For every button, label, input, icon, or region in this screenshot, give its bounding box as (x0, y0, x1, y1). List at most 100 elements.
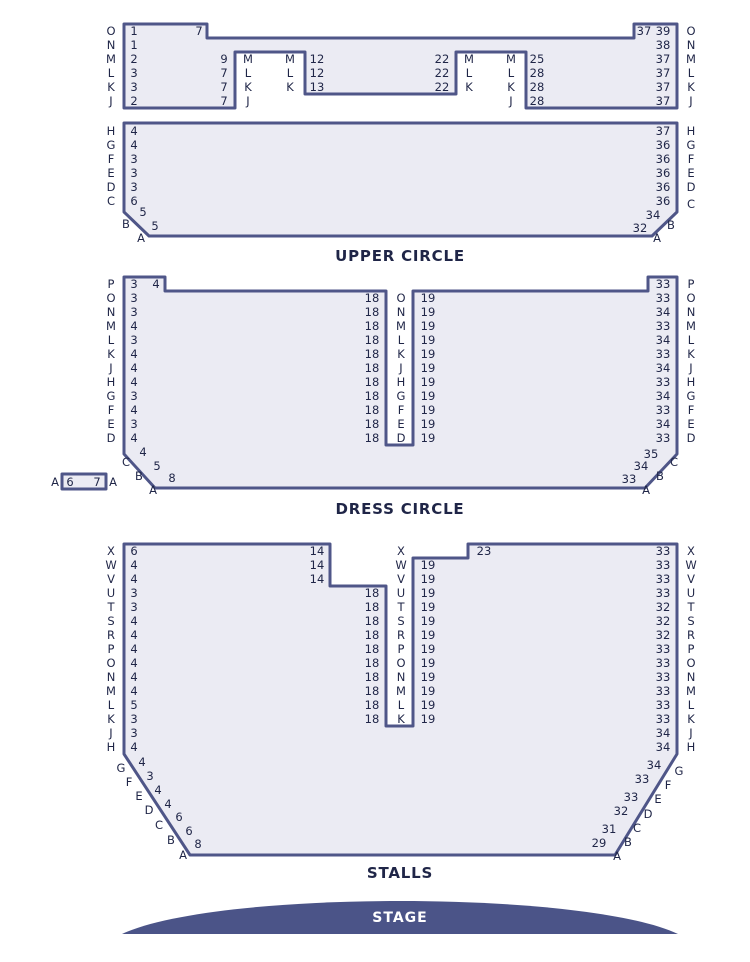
seat-number: 3 (130, 166, 137, 180)
row-letter: G (687, 389, 696, 403)
row-letter: K (244, 80, 252, 94)
row-letter: G (397, 389, 406, 403)
row-letter: O (106, 291, 115, 305)
row-letter: R (107, 628, 115, 642)
row-letter: J (108, 94, 112, 108)
seat-number: 33 (656, 403, 671, 417)
row-letter: H (687, 740, 696, 754)
seat-number: 22 (435, 66, 450, 80)
row-letter: A (137, 231, 145, 245)
row-letter: L (108, 66, 115, 80)
row-letter: L (688, 698, 695, 712)
seat-number: 18 (365, 361, 380, 375)
row-letter: E (654, 792, 661, 806)
seat-number: 4 (154, 783, 161, 797)
row-letter: K (687, 712, 695, 726)
row-letter: K (465, 80, 473, 94)
row-letter: J (688, 726, 692, 740)
seat-number: 19 (421, 614, 436, 628)
row-letter: N (687, 670, 696, 684)
seat-number: 34 (656, 726, 671, 740)
seat-number: 4 (130, 138, 137, 152)
row-letter: N (687, 38, 696, 52)
row-letter: A (149, 483, 157, 497)
row-letter: D (644, 807, 653, 821)
row-letter: N (397, 305, 406, 319)
seat-number: 7 (220, 66, 227, 80)
seat-number: 4 (130, 572, 137, 586)
row-letter: M (686, 319, 696, 333)
seat-number: 19 (421, 305, 436, 319)
seat-number: 1 (130, 38, 137, 52)
row-letter: G (107, 138, 116, 152)
row-letter: M (243, 52, 253, 66)
row-letter: O (106, 24, 115, 38)
seat-number: 3 (130, 417, 137, 431)
seat-number: 18 (365, 628, 380, 642)
stalls-block[interactable] (122, 542, 679, 857)
row-letter: O (106, 656, 115, 670)
row-letter: M (396, 684, 406, 698)
seat-number: 33 (656, 375, 671, 389)
seat-number: 28 (530, 66, 545, 80)
seat-number: 9 (220, 52, 227, 66)
row-letter: R (687, 628, 695, 642)
row-letter: S (397, 614, 404, 628)
seat-number: 6 (175, 810, 182, 824)
row-letter: K (107, 347, 115, 361)
seat-number: 34 (656, 740, 671, 754)
row-letter: B (656, 469, 664, 483)
row-letter: D (107, 431, 116, 445)
dress-circle-block[interactable] (122, 275, 679, 490)
seat-number: 32 (656, 628, 671, 642)
upper-circle-main-block[interactable] (122, 121, 679, 238)
seat-number: 33 (656, 431, 671, 445)
seat-number: 19 (421, 375, 436, 389)
row-letter: O (396, 291, 405, 305)
seat-number: 34 (656, 333, 671, 347)
row-letter: F (688, 403, 695, 417)
seat-number: 3 (130, 389, 137, 403)
seat-number: 19 (421, 333, 436, 347)
row-letter: A (613, 849, 621, 863)
upper-circle-top-block[interactable] (122, 22, 679, 110)
seat-number: 18 (365, 670, 380, 684)
row-letter: H (107, 124, 116, 138)
seat-number: 18 (365, 431, 380, 445)
row-letter: J (108, 361, 112, 375)
row-letter: M (285, 52, 295, 66)
row-letter: C (670, 455, 678, 469)
seat-number: 19 (421, 431, 436, 445)
seat-number: 6 (66, 475, 73, 489)
seat-number: 18 (365, 319, 380, 333)
row-letter: E (107, 417, 114, 431)
row-letter: A (109, 475, 117, 489)
row-letter: C (155, 818, 163, 832)
row-letter: F (688, 152, 695, 166)
row-letter: P (108, 642, 115, 656)
seat-number: 4 (130, 403, 137, 417)
seat-number: 19 (421, 558, 436, 572)
row-letter: E (687, 417, 694, 431)
row-letter: N (107, 670, 116, 684)
seat-number: 18 (365, 375, 380, 389)
seat-number: 18 (365, 403, 380, 417)
seat-number: 32 (614, 804, 629, 818)
row-letter: H (107, 740, 116, 754)
seat-number: 34 (656, 389, 671, 403)
seat-number: 4 (130, 656, 137, 670)
dress-circle-box-a[interactable] (60, 472, 108, 491)
seat-number: 19 (421, 319, 436, 333)
seat-number: 34 (647, 758, 662, 772)
row-letter: E (135, 789, 142, 803)
row-letter: U (687, 586, 695, 600)
row-letter: K (397, 712, 405, 726)
row-letter: J (245, 94, 249, 108)
seat-number: 33 (656, 277, 671, 291)
seat-number: 33 (656, 684, 671, 698)
row-letter: M (106, 52, 116, 66)
row-letter: X (687, 544, 695, 558)
row-letter: O (686, 656, 695, 670)
row-letter: M (464, 52, 474, 66)
